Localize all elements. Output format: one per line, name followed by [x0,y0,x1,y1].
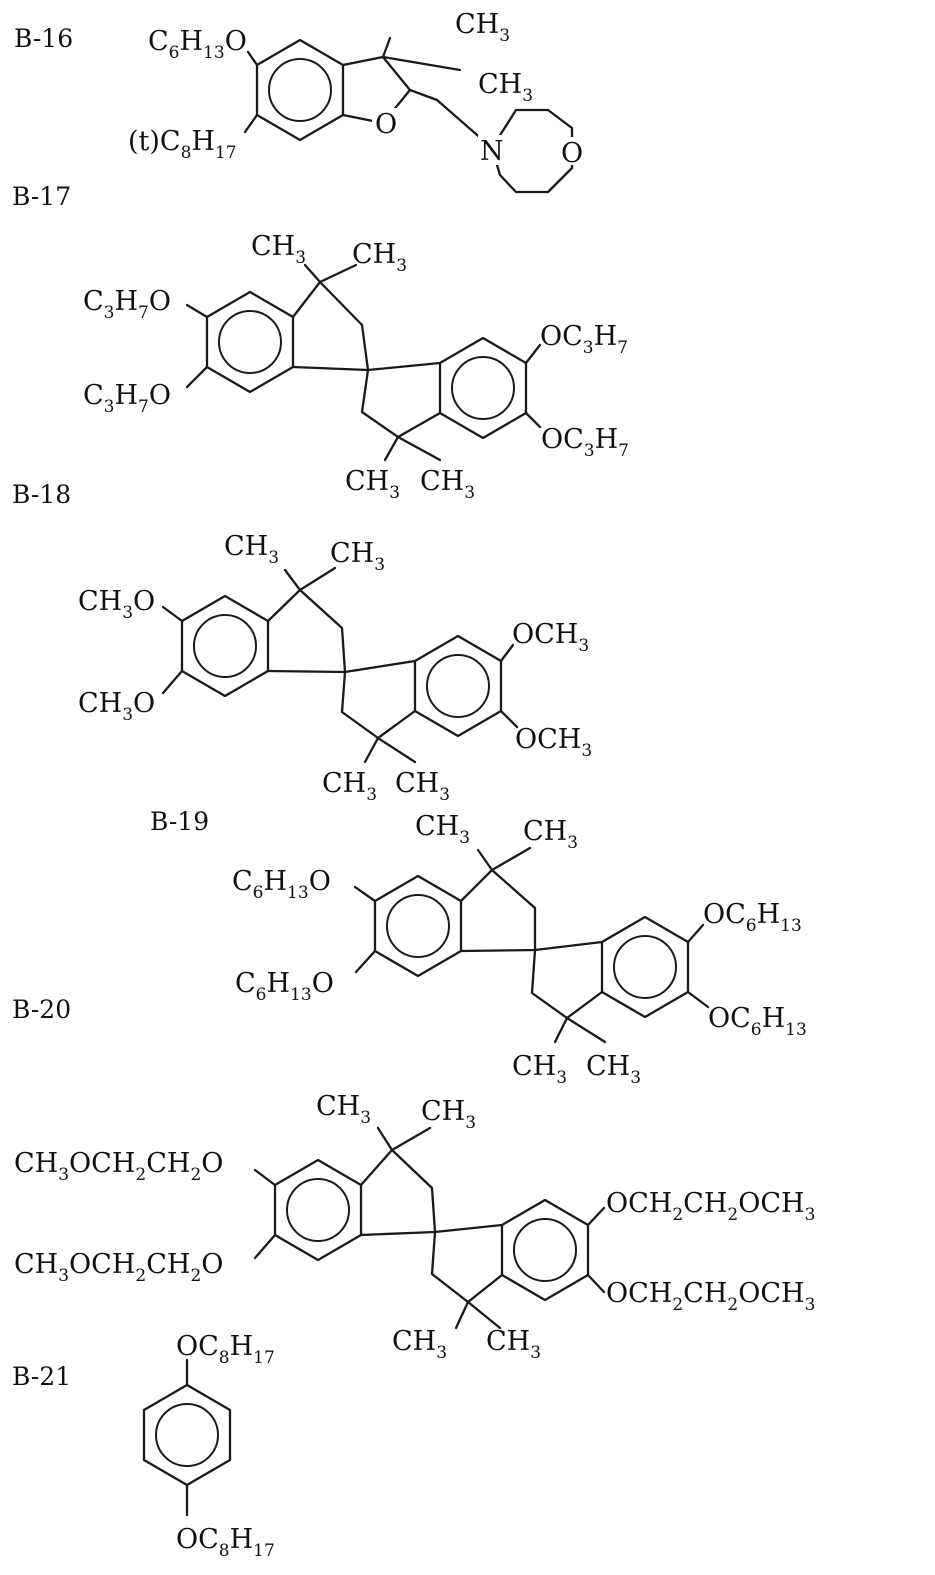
b19-upper-right: OC6H13 [703,899,802,936]
compound-b19: B-19 C6H13O C6H13O OC6H13 OC6H13 CH3 CH3… [150,807,807,1088]
b19-upper-left: C6H13O [232,866,331,903]
b18-bottom-methyl-1: CH3 [322,768,377,805]
b17-top-methyl-2: CH3 [352,239,407,276]
b17-lower-left: C3H7O [83,380,171,417]
b21-bottom-octyloxy: OC8H17 [176,1524,275,1561]
b17-bottom-methyl-1: CH3 [345,466,400,503]
compound-label-b21: B-21 [12,1362,71,1391]
b16-morpholine-oxygen: O [561,138,583,169]
compound-label-b20: B-20 [12,995,71,1024]
compound-b20: B-20 CH3OCH2CH2O CH3OCH2CH2O OCH2CH2OCH3… [12,995,815,1363]
b17-lower-right: OC3H7 [541,424,629,461]
b16-methyl-right: CH3 [478,69,533,106]
compound-b17: B-17 C3H7O C3H7O OC3H7 OC3H7 CH3 CH3 CH3… [12,182,629,503]
b18-bottom-methyl-2: CH3 [395,768,450,805]
b19-top-methyl-2: CH3 [523,816,578,853]
compound-label-b17: B-17 [12,182,71,211]
b19-skeleton [355,848,708,1042]
b18-upper-left: CH3O [78,586,155,623]
b16-tert-octyl: (t)C8H17 [128,126,237,163]
b20-top-methyl-1: CH3 [316,1091,371,1128]
compound-b21: B-21 OC8H17 OC8H17 [12,1331,275,1561]
b18-lower-left: CH3O [78,688,155,725]
b21-skeleton [144,1360,230,1515]
b19-top-methyl-1: CH3 [415,811,470,848]
b19-bottom-methyl-2: CH3 [586,1051,641,1088]
compound-label-b16: B-16 [14,24,73,53]
b20-bottom-methyl-1: CH3 [392,1326,447,1363]
compound-b16: B-16 C6H13O (t)C8H17 CH3 CH3 O N O [14,9,584,192]
b20-lower-left: CH3OCH2CH2O [14,1249,223,1286]
b18-top-methyl-1: CH3 [224,531,279,568]
b20-lower-right: OCH2CH2OCH3 [606,1278,815,1315]
compound-label-b19: B-19 [150,807,209,836]
b18-top-methyl-2: CH3 [330,538,385,575]
b17-bottom-methyl-2: CH3 [420,466,475,503]
b21-top-octyloxy: OC8H17 [176,1331,275,1368]
compound-b18: B-18 CH3O CH3O OCH3 OCH3 CH3 CH3 CH3 CH3 [12,480,592,805]
b17-skeleton [187,265,540,460]
b17-upper-right: OC3H7 [540,321,628,358]
b16-methyl-top: CH3 [455,9,510,46]
b17-upper-left: C3H7O [83,286,171,323]
b18-upper-right: OCH3 [512,619,589,656]
b17-top-methyl-1: CH3 [251,231,306,268]
b16-ring-oxygen: O [375,109,397,140]
b18-lower-right: OCH3 [515,724,592,761]
b19-lower-left: C6H13O [235,968,334,1005]
b19-lower-right: OC6H13 [708,1003,807,1040]
b19-bottom-methyl-1: CH3 [512,1051,567,1088]
compound-label-b18: B-18 [12,480,71,509]
b16-nitrogen: N [480,136,504,167]
b16-hexyloxy: C6H13O [148,26,247,63]
b20-skeleton [255,1128,604,1328]
b18-skeleton [163,568,517,762]
b16-skeleton [245,38,584,192]
b20-upper-right: OCH2CH2OCH3 [606,1188,815,1225]
b20-bottom-methyl-2: CH3 [486,1326,541,1363]
b20-upper-left: CH3OCH2CH2O [14,1148,223,1185]
